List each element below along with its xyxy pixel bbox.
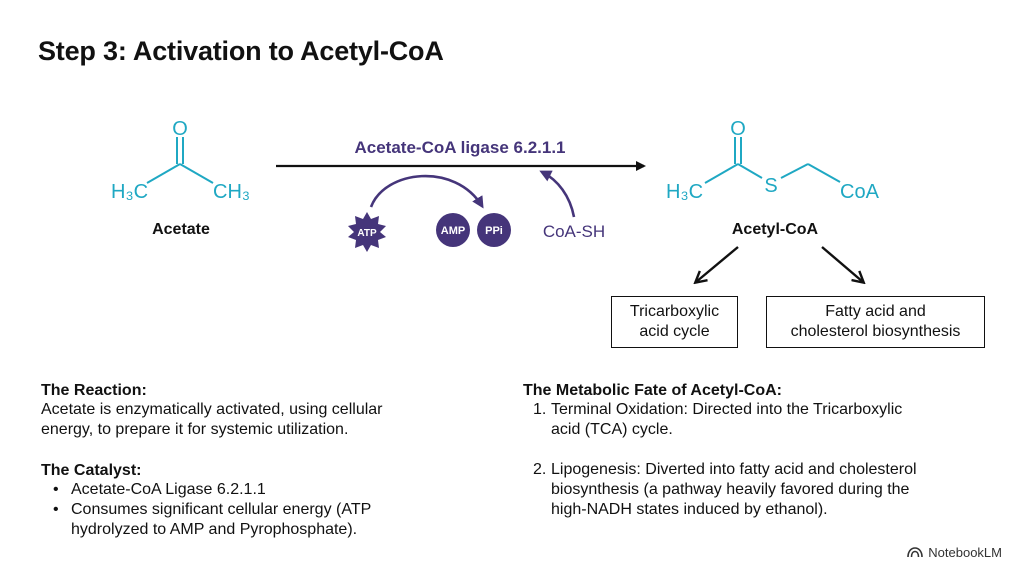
atp-label: ATP	[357, 228, 377, 239]
fate-item-1-line-1: Terminal Oxidation: Directed into the Tr…	[551, 401, 903, 418]
reaction-text-line-2: energy, to prepare it for systemic utili…	[41, 421, 349, 438]
fate-item: 2. Lipogenesis: Diverted into fatty acid…	[523, 460, 993, 520]
lipid-biosynthesis-box: Fatty acid and cholesterol biosynthesis	[766, 296, 985, 348]
acetyl-coa-sulfur-label: S	[764, 175, 777, 197]
catalyst-section: The Catalyst: Acetate-CoA Ligase 6.2.1.1…	[41, 462, 481, 540]
ppi-circle	[477, 213, 511, 247]
fate-item-number: 1.	[533, 401, 547, 418]
tca-box-line-1: Tricarboxylic	[629, 303, 720, 320]
acetyl-coa-h3c-label: H₃C	[666, 181, 703, 203]
notebooklm-logo-icon	[907, 547, 924, 558]
catalyst-bullet-2-line-2: hydrolyzed to AMP and Pyrophosphate).	[71, 521, 358, 538]
fate-item-number: 2.	[533, 461, 547, 478]
fate-item-2-line-3: high-NADH states induced by ethanol).	[551, 501, 828, 518]
fate-item-1-line-2: acid (TCA) cycle.	[551, 421, 673, 438]
atp-consumption-arrow	[369, 174, 484, 209]
acetate-name: Acetate	[152, 221, 210, 238]
catalyst-bullet-1-line-1: Acetate-CoA Ligase 6.2.1.1	[71, 481, 266, 498]
lipid-box-line-2: cholesterol biosynthesis	[790, 323, 961, 340]
catalyst-heading: The Catalyst:	[41, 462, 142, 479]
acetate-ch3-label: CH₃	[213, 181, 250, 203]
reaction-text-line-1: Acetate is enzymatically activated, usin…	[41, 401, 383, 418]
tca-box-line-2: acid cycle	[639, 323, 710, 340]
fate-item: 1. Terminal Oxidation: Directed into the…	[523, 400, 993, 440]
tca-cycle-box: Tricarboxylic acid cycle	[611, 296, 738, 348]
page-title: Step 3: Activation to Acetyl-CoA	[38, 36, 444, 66]
fate-item-2-line-1: Lipogenesis: Diverted into fatty acid an…	[551, 461, 917, 478]
acetyl-coa-name: Acetyl-CoA	[732, 221, 819, 238]
catalyst-bullet: Consumes significant cellular energy (AT…	[41, 500, 481, 540]
enzyme-label: Acetate-CoA ligase 6.2.1.1	[354, 138, 565, 157]
catalyst-bullet-2-line-1: Consumes significant cellular energy (AT…	[71, 501, 372, 518]
fate-section: The Metabolic Fate of Acetyl-CoA: 1. Ter…	[523, 382, 993, 520]
coa-sh-input-arrow	[539, 170, 576, 218]
acetyl-coa-oxygen-label: O	[730, 118, 746, 140]
acetate-structure	[146, 137, 214, 184]
amp-label: AMP	[441, 225, 465, 237]
acetate-h3c-label: H₃C	[111, 181, 148, 203]
tca-fate-arrow	[696, 246, 739, 282]
reaction-section: The Reaction: Acetate is enzymatically a…	[41, 382, 481, 440]
atp-starburst-icon	[348, 212, 386, 252]
fate-heading: The Metabolic Fate of Acetyl-CoA:	[523, 382, 782, 399]
lipid-fate-arrow	[821, 246, 863, 282]
coa-sh-label: CoA-SH	[543, 222, 605, 241]
catalyst-bullet: Acetate-CoA Ligase 6.2.1.1	[41, 480, 481, 500]
acetyl-coa-structure	[704, 137, 841, 184]
lipid-box-line-1: Fatty acid and	[825, 303, 926, 320]
reaction-heading: The Reaction:	[41, 382, 147, 399]
notebooklm-watermark: NotebookLM	[907, 545, 1002, 560]
acetyl-coa-coa-label: CoA	[840, 181, 880, 203]
acetate-oxygen-label: O	[172, 118, 188, 140]
brand-name: NotebookLM	[928, 545, 1002, 560]
fate-item-2-line-2: biosynthesis (a pathway heavily favored …	[551, 481, 910, 498]
ppi-label: PPi	[485, 225, 503, 237]
amp-circle	[436, 213, 470, 247]
